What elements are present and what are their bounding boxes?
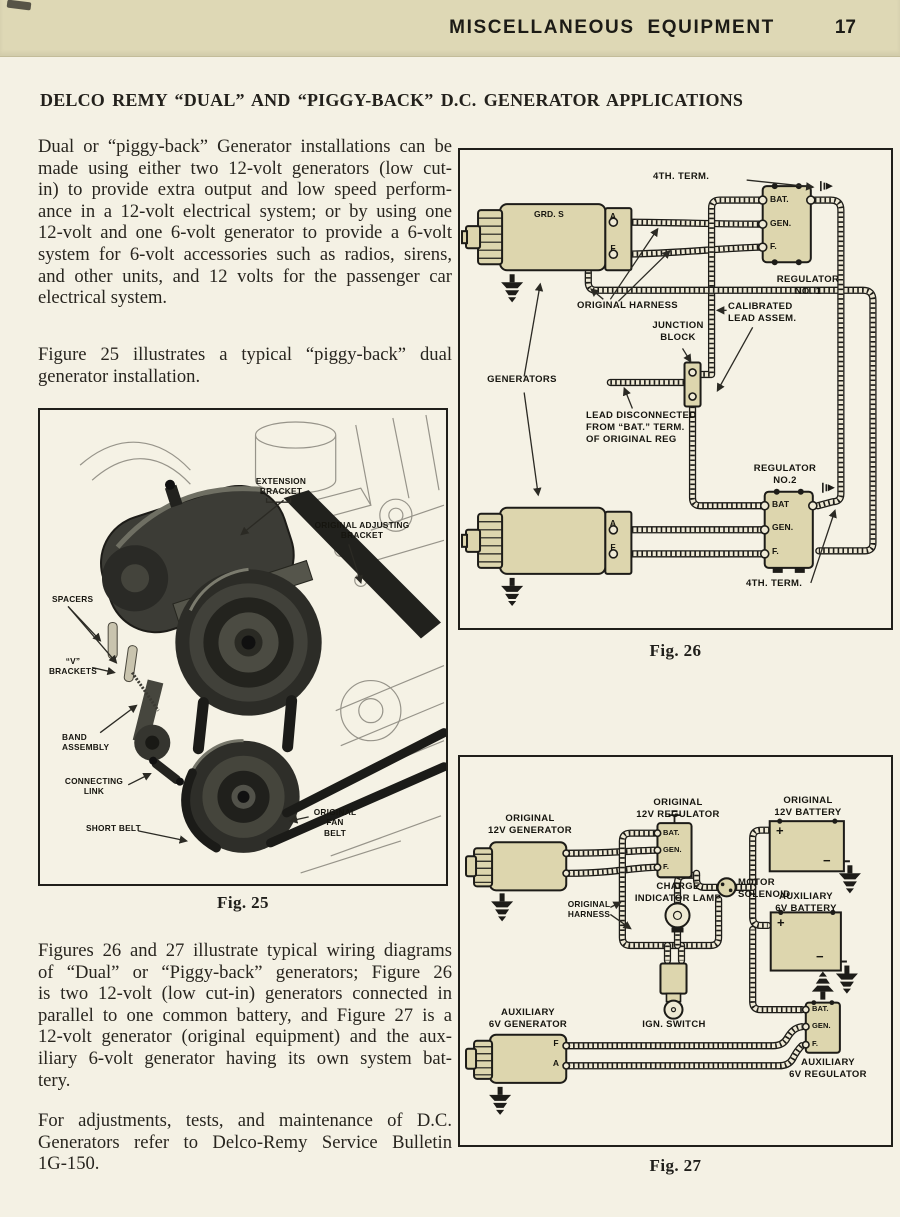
figure-27: ORIGINAL 12V GENERATOR ORIGINAL 12V REGU… xyxy=(458,755,893,1147)
label-motor-solenoid: MOTOR SOLENOID xyxy=(738,877,791,900)
label-junction-block: JUNCTION BLOCK xyxy=(652,320,704,343)
label-calibrated-lead: CALIBRATED LEAD ASSEM. xyxy=(728,301,797,324)
label-gen2-terminal-f: F xyxy=(610,542,616,552)
generator-2 xyxy=(461,506,633,606)
label-charge-indicator-lamp: CHARGE INDICATOR LAMP xyxy=(634,881,722,904)
fig27-wiring xyxy=(564,826,806,1070)
label-auxiliary-6v-generator: AUXILIARY 6V GENERATOR xyxy=(488,1007,568,1030)
fig25-illustration xyxy=(67,414,446,874)
label-reg2-gen: GEN. xyxy=(772,522,794,532)
label-auxiliary-6v-regulator: AUXILIARY 6V REGULATOR xyxy=(789,1057,867,1080)
auxiliary-6v-battery xyxy=(769,909,858,994)
label-band-assembly: BAND ASSEMBLY xyxy=(62,732,110,753)
label-lead-disconnected: LEAD DISCONNECTED FROM “BAT.” TERM. OF O… xyxy=(586,410,697,445)
label-reg-gen: GEN. xyxy=(663,845,682,854)
motor-solenoid-part xyxy=(716,877,737,898)
fig25-caption: Fig. 25 xyxy=(217,893,269,912)
label-reg2-bat: BAT xyxy=(772,499,790,509)
fig26-wiring xyxy=(584,196,877,558)
regulator-1 xyxy=(757,180,834,266)
label-reg2-f: F. xyxy=(772,546,779,556)
label-4th-term-bottom: 4TH. TERM. xyxy=(746,578,803,589)
fig25-leader-lines xyxy=(67,498,363,844)
label-connecting-link: CONNECTING LINK xyxy=(64,776,124,797)
label-short-belt: SHORT BELT xyxy=(86,823,141,833)
label-auxgen-terminal-f: F xyxy=(553,1038,559,1048)
fig27-wiring-diagram xyxy=(465,810,861,1115)
label-original-harness: ORIGINAL HARNESS xyxy=(567,899,611,920)
lower-pulley xyxy=(187,739,300,853)
label-bat1-plus: + xyxy=(776,823,784,838)
paragraph-fig25-ref: Figure 25 illustrates a typical “piggy-b… xyxy=(38,344,452,387)
label-regulator-no2: REGULATOR NO.2 xyxy=(753,463,817,486)
spacer-stud xyxy=(107,621,118,660)
article-title: DELCO REMY “DUAL” AND “PIGGY-BACK” D.C. … xyxy=(40,90,744,110)
paragraph-fig26-27-ref: Figures 26 and 27 illustrate typical wir… xyxy=(38,940,452,1091)
label-reg-f: F. xyxy=(663,862,670,871)
label-regulator-no1: REGULATOR NO. 1 xyxy=(776,274,840,297)
label-4th-term-top: 4TH. TERM. xyxy=(653,171,710,182)
label-original-12v-regulator: ORIGINAL 12V REGULATOR xyxy=(636,797,720,820)
label-reg1-f: F. xyxy=(770,241,777,251)
generator-1 xyxy=(461,203,633,303)
label-reg1-gen: GEN. xyxy=(770,218,792,228)
label-spacers: SPACERS xyxy=(52,594,94,604)
belts xyxy=(181,695,446,853)
fig26-wiring-diagram xyxy=(461,179,877,606)
original-12v-battery xyxy=(768,818,861,894)
connecting-link-part xyxy=(149,756,184,786)
label-v-brackets: “V” BRACKETS xyxy=(48,656,98,677)
ignition-switch-part xyxy=(659,962,688,1020)
page-number: 17 xyxy=(834,17,856,38)
label-gen2-terminal-a: A xyxy=(609,518,617,528)
label-generators: GENERATORS xyxy=(487,374,557,385)
page-header-band: MISCELLANEOUS EQUIPMENT 17 xyxy=(0,0,900,57)
label-original-12v-battery: ORIGINAL 12V BATTERY xyxy=(774,795,842,818)
label-auxgen-terminal-a: A xyxy=(552,1058,560,1068)
section-title: MISCELLANEOUS EQUIPMENT xyxy=(449,17,775,38)
label-bat1-minus: − xyxy=(823,853,831,868)
paragraph-bulletin-ref: For adjustments, tests, and maintenance … xyxy=(38,1110,452,1175)
fig27-leader-lines xyxy=(609,901,632,930)
label-reg-bat: BAT. xyxy=(663,828,680,837)
label-original-adjusting-bracket: ORIGINAL ADJUSTING BRACKET xyxy=(314,520,410,541)
figure-26: 4TH. TERM. GRD. S A F BAT. GEN. F. REGUL… xyxy=(458,148,893,630)
original-12v-generator xyxy=(465,841,571,922)
paragraph-intro: Dual or “piggy-back” Generator installat… xyxy=(38,136,452,309)
label-auxiliary-6v-battery: AUXILIARY 6V BATTERY xyxy=(775,891,837,914)
charge-indicator-lamp-part xyxy=(664,902,691,933)
label-reg1-bat: BAT. xyxy=(770,194,789,204)
main-pulley xyxy=(175,567,322,716)
adjusting-bracket-arm xyxy=(283,490,441,639)
label-gen1-terminal-f: F xyxy=(610,243,616,253)
fig27-caption: Fig. 27 xyxy=(649,1156,702,1175)
label-bat2-plus: + xyxy=(777,915,785,930)
label-grd-s: GRD. S xyxy=(534,209,564,219)
label-bat2-minus: − xyxy=(816,949,824,964)
label-ign-switch: IGN. SWITCH xyxy=(642,1019,706,1030)
fig26-leader-lines xyxy=(523,179,837,584)
original-12v-regulator xyxy=(653,810,693,879)
label-auxreg-f: F. xyxy=(812,1039,819,1048)
label-original-harness: ORIGINAL HARNESS xyxy=(577,300,678,311)
label-original-12v-generator: ORIGINAL 12V GENERATOR xyxy=(488,813,572,836)
fig26-caption: Fig. 26 xyxy=(649,641,702,660)
regulator-2 xyxy=(759,481,836,573)
generator-assembly xyxy=(100,479,446,853)
figure-25: EXTENSION BRACKET ORIGINAL ADJUSTING BRA… xyxy=(38,408,448,886)
junction-block-part xyxy=(683,361,702,408)
auxiliary-6v-regulator xyxy=(801,971,841,1054)
label-extension-bracket: EXTENSION BRACKET xyxy=(255,476,307,497)
label-gen1-terminal-a: A xyxy=(609,211,617,221)
label-original-fan-belt: ORIGINAL FAN BELT xyxy=(313,807,357,838)
label-auxreg-gen: GEN. xyxy=(812,1021,831,1030)
label-auxreg-bat: BAT. xyxy=(812,1004,829,1013)
auxiliary-6v-generator xyxy=(465,1033,571,1115)
